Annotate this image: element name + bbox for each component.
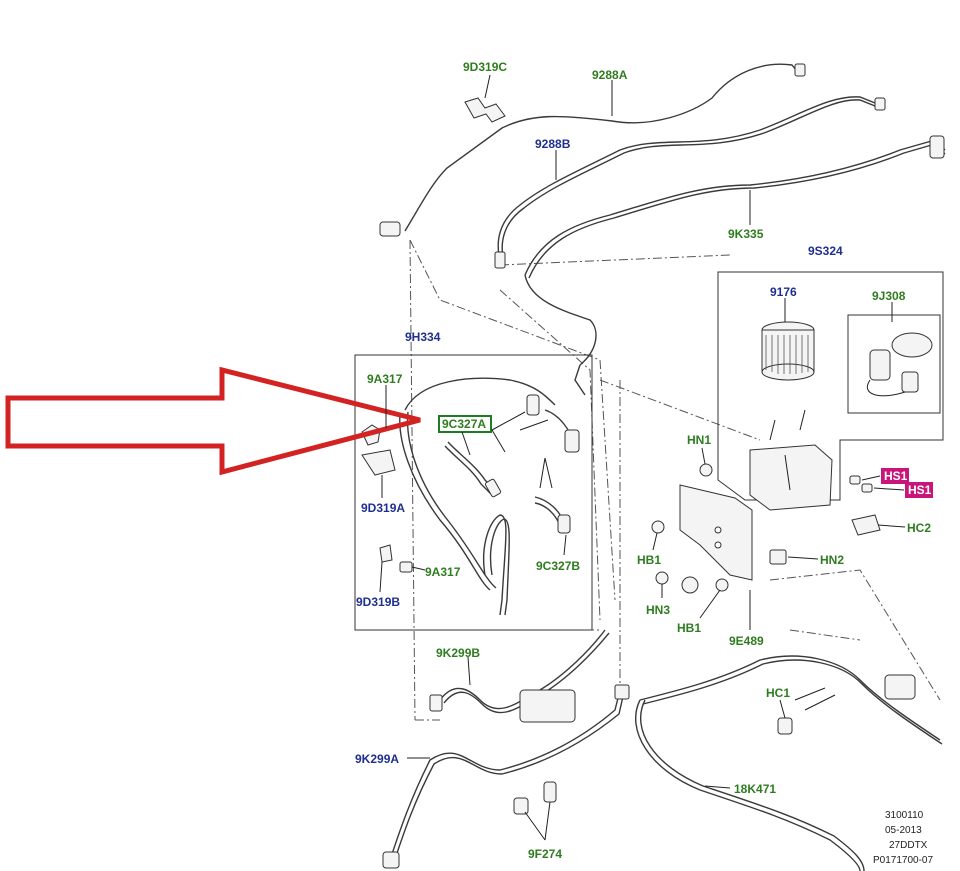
label-9d319a: 9D319A (361, 501, 405, 515)
clip-9f274-b (543, 781, 557, 803)
pipe-end-9288b (874, 97, 886, 111)
fuel-pump-component (884, 674, 916, 700)
label-9d319c: 9D319C (463, 60, 507, 74)
pipe-union (614, 684, 630, 700)
label-hc2: HC2 (907, 521, 931, 535)
grommet (681, 576, 699, 594)
label-9a317-bottom: 9A317 (425, 565, 461, 579)
label-9c327b: 9C327B (536, 559, 580, 573)
nut-hn2 (769, 549, 787, 565)
clip-hc1 (777, 717, 793, 735)
hose-end-9c327b (557, 514, 571, 534)
clip-9d319c (464, 97, 506, 123)
label-9e489: 9E489 (729, 634, 764, 648)
screw-hs1-a (849, 475, 861, 485)
nut-hn1 (699, 463, 713, 477)
nut-hn3 (655, 571, 669, 585)
label-9k299b: 9K299B (436, 646, 480, 660)
highlight-box-hs1-a (881, 468, 909, 484)
label-hn2: HN2 (820, 553, 844, 567)
clip-block-9k299b (519, 689, 576, 723)
label-9k335: 9K335 (728, 227, 764, 241)
label-hn3: HN3 (646, 603, 670, 617)
clip-9f274-a (513, 797, 529, 815)
bolt-hb1-left (651, 520, 665, 534)
pipe-end-9k299a (382, 851, 400, 869)
label-hb1-left: HB1 (637, 553, 661, 567)
label-18k471: 18K471 (734, 782, 776, 796)
label-9j308: 9J308 (872, 289, 906, 303)
callout-arrow (5, 366, 421, 476)
label-9176: 9176 (770, 285, 797, 299)
clip-9d319b (379, 544, 393, 563)
seal-ring-9j308 (891, 332, 933, 358)
label-9288b: 9288B (535, 137, 571, 151)
label-9h334: 9H334 (405, 330, 441, 344)
pipe-end-9k299b (429, 694, 443, 712)
pipe-end-9288a (794, 63, 806, 77)
label-hc1: HC1 (766, 686, 790, 700)
reference-stamp: 3100110 05-2013 27DDTX P0171700-07 (873, 810, 933, 866)
label-hs1-a: HS1 (884, 469, 908, 483)
box-9h334 (354, 354, 593, 631)
connector-9h334 (526, 394, 540, 416)
box-9s324 (717, 271, 944, 501)
label-hb1-bottom: HB1 (677, 621, 701, 635)
label-9f274: 9F274 (528, 847, 562, 861)
leader-lines (379, 74, 906, 841)
highlight-box-9c327a (438, 415, 492, 433)
label-9s324: 9S324 (808, 244, 843, 258)
hose-end-9c327a (484, 478, 502, 498)
highlight-box-hs1-b (905, 482, 933, 498)
label-9288a: 9288A (592, 68, 628, 82)
upper-fuel-pipes (404, 60, 946, 396)
label-9k299a: 9K299A (355, 752, 399, 766)
label-9c327a: 9C327A (442, 417, 486, 431)
pipe-connector-middle (494, 251, 506, 269)
stamp-line-1: 3100110 (885, 810, 924, 821)
stamp-line-4: P0171700-07 (873, 855, 933, 866)
stamp-line-3: 27DDTX (889, 840, 928, 851)
lower-fuel-pipes (389, 629, 943, 871)
label-hn1: HN1 (687, 433, 711, 447)
screw-hs1-b (861, 483, 873, 493)
filter-housing (749, 444, 833, 511)
hose-9c327a (447, 441, 496, 491)
stamp-line-2: 05-2013 (885, 825, 922, 836)
clip-9a317-bottom (399, 561, 413, 573)
bracket-9d319a (361, 449, 396, 476)
part-labels: 9D319C 9288A 9288B 9K335 9S324 9176 9J30… (355, 60, 932, 861)
label-hs1-b: HS1 (908, 483, 932, 497)
box-9j308 (847, 314, 941, 414)
bolt-hb1-bottom (715, 578, 729, 592)
pipe-connector-left (379, 221, 401, 237)
pipe-end-9k335 (929, 135, 945, 159)
label-9a317-top: 9A317 (367, 372, 403, 386)
pipe-end-9h334 (564, 429, 580, 453)
sensor-9j308 (869, 349, 891, 381)
label-9d319b: 9D319B (356, 595, 400, 609)
pipes-9h334 (399, 377, 576, 616)
reference-lines (409, 239, 941, 721)
clip-hc2 (851, 514, 881, 536)
